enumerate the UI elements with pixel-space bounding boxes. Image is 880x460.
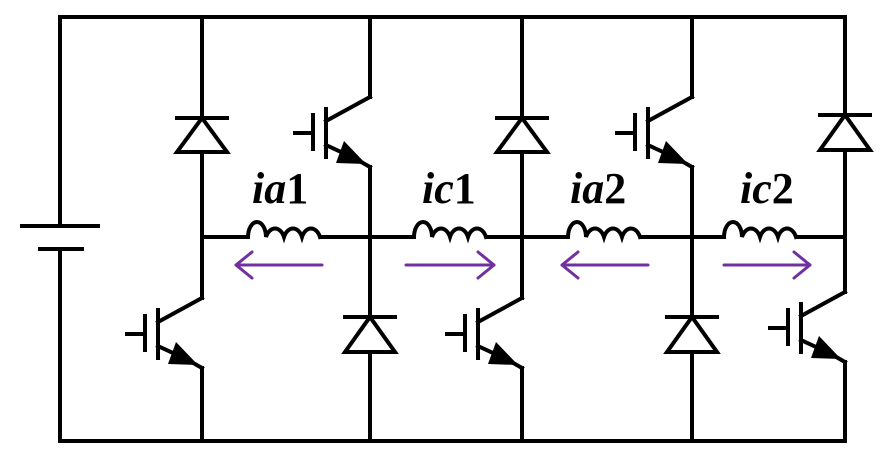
igbt-icon: [293, 94, 373, 170]
coil-icon: [245, 220, 323, 244]
current-arrow-icon: [234, 250, 324, 280]
diode-icon: [173, 114, 231, 154]
leg-5: [768, 15, 874, 443]
diode-icon: [493, 114, 551, 154]
igbt-icon: [125, 295, 205, 371]
inductor-ia2: [565, 220, 643, 244]
coil-icon: [565, 220, 643, 244]
coil-icon: [721, 220, 799, 244]
diode-icon: [816, 111, 874, 152]
igbt-icon: [445, 295, 525, 371]
inductor-ia1: [245, 220, 323, 244]
inductor-ic1: [411, 220, 489, 244]
igbt-icon: [768, 273, 848, 365]
diode-icon: [341, 313, 399, 354]
label-ia2: ia2: [570, 164, 626, 213]
label-ic2: ic2: [740, 164, 794, 213]
current-arrow-icon: [560, 250, 650, 280]
battery-icon: [20, 224, 100, 251]
current-arrow-icon: [404, 250, 496, 280]
dc-bus: [58, 15, 847, 443]
diode-icon: [663, 313, 721, 354]
leg-2: [293, 15, 399, 443]
igbt-icon: [615, 94, 695, 170]
label-ic1: ic1: [422, 164, 476, 213]
label-ia1: ia1: [252, 164, 308, 213]
current-arrows: [234, 250, 812, 280]
inductor-ic2: [721, 220, 799, 244]
leg-1: [125, 15, 231, 443]
coil-icon: [411, 220, 489, 244]
leg-3: [445, 15, 551, 443]
current-arrow-icon: [722, 250, 812, 280]
leg-4: [615, 15, 721, 443]
